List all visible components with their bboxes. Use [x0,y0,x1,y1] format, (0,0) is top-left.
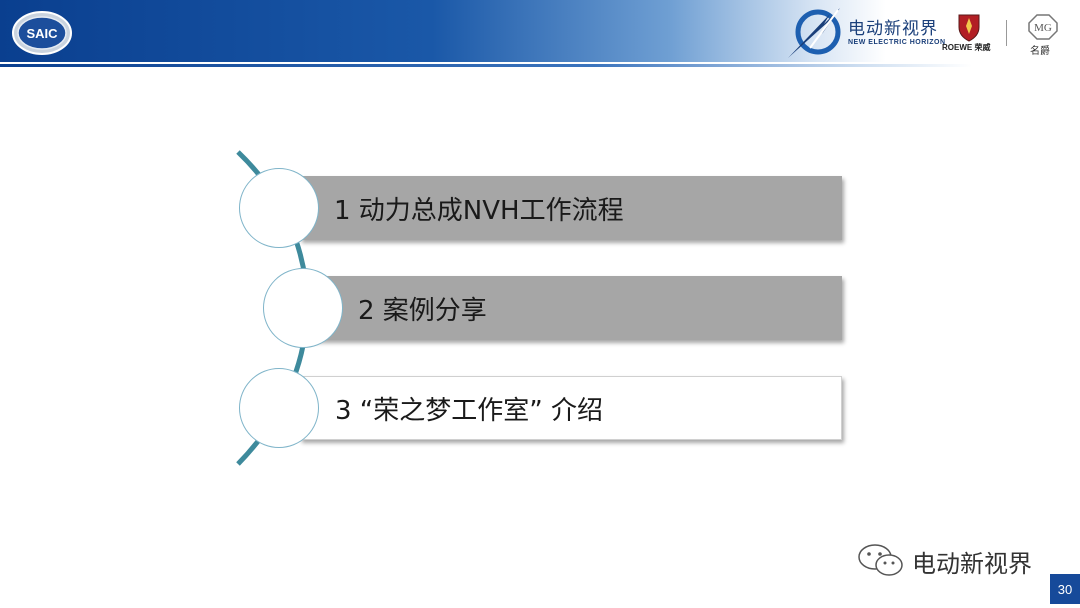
roewe-brand-text: ROEWE 荣威 [942,43,991,52]
roewe-shield-icon [958,14,980,42]
agenda-item-2-label: 2 案例分享 [358,295,487,326]
svg-text:MG: MG [1034,22,1052,34]
brand-divider [1006,20,1007,46]
agenda-bullet-1 [239,168,319,248]
saic-logo-text: SAIC [26,26,58,41]
new-electric-horizon-logo [788,8,841,58]
agenda-item-1-label: 1 动力总成NVH工作流程 [334,195,624,226]
page-number-badge: 30 [1050,574,1080,604]
agenda-item-2[interactable]: 2 案例分享 [300,276,842,340]
watermark-text: 电动新视界 [912,550,1032,578]
agenda-item-3-label: 3 “荣之梦工作室” 介绍 [335,395,604,426]
agenda-bullet-3 [239,368,319,448]
brand-name-en: NEW ELECTRIC HORIZON [848,39,946,46]
saic-logo: SAIC [12,11,72,55]
header-band [0,0,1080,62]
wechat-icon [858,544,903,576]
header-divider [0,64,1080,67]
agenda-item-3[interactable]: 3 “荣之梦工作室” 介绍 [300,376,842,440]
mg-octagon-icon: MG [1028,14,1058,40]
mg-brand-text: 名爵 [1030,46,1050,57]
agenda-bullet-2 [263,268,343,348]
agenda-item-1[interactable]: 1 动力总成NVH工作流程 [300,176,842,240]
brand-name-cn: 电动新视界 [848,19,938,39]
